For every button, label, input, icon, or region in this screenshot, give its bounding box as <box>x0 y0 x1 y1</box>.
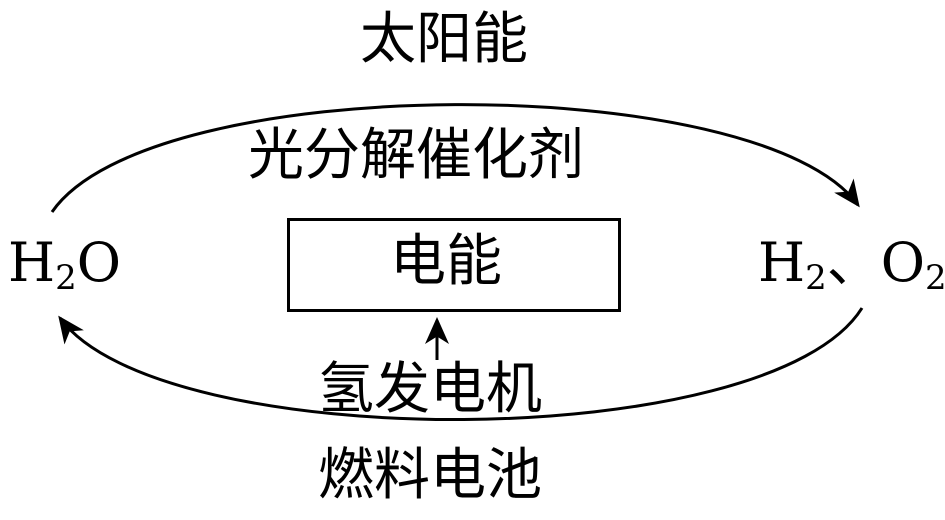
water-o: O <box>76 231 122 294</box>
fuel-cell-label: 燃料电池 <box>318 443 542 508</box>
hydrogen-subscript: 2 <box>805 258 827 298</box>
lower-arrow-arc <box>58 307 864 422</box>
solar-energy-label: 太阳能 <box>360 7 528 72</box>
photocatalyst-label: 光分解催化剂 <box>248 123 584 188</box>
formula-separator: 、 <box>826 231 881 294</box>
hydrogen-h: H <box>758 231 806 294</box>
water-h-subscript: 2 <box>55 258 77 298</box>
hydrogen-oxygen-formula: H2、O2 <box>758 236 945 296</box>
oxygen-o: O <box>880 231 926 294</box>
electricity-box <box>287 218 621 312</box>
water-h: H <box>8 231 56 294</box>
upper-arrow-arc <box>50 103 860 213</box>
water-formula: H2O <box>8 236 121 296</box>
hydrogen-generator-label: 氢发电机 <box>318 357 542 422</box>
electricity-label: 电能 <box>390 229 502 294</box>
oxygen-subscript: 2 <box>925 258 945 298</box>
